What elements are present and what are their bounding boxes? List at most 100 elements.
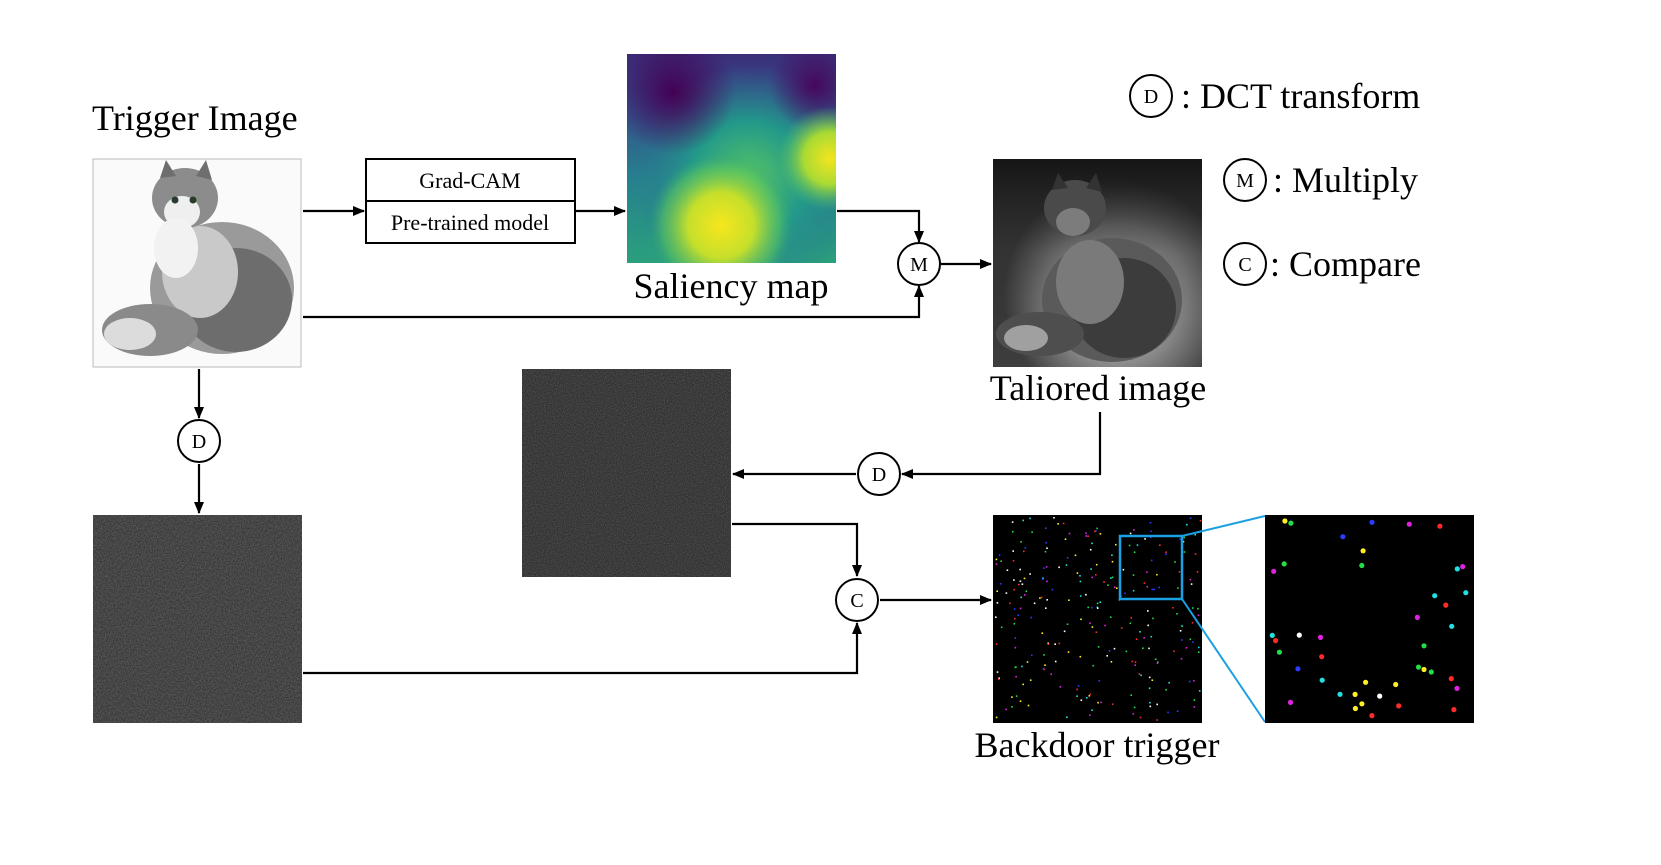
zoomed-trigger-dot: [1359, 701, 1365, 707]
trigger-dot: [1092, 664, 1095, 667]
trigger-dot: [1165, 551, 1167, 553]
trigger-dot: [1156, 719, 1158, 721]
backdoor-trigger-dots: [995, 517, 1202, 721]
trigger-dot: [1110, 661, 1113, 663]
trigger-dot: [1194, 553, 1197, 555]
zoomed-trigger-dot: [1460, 564, 1466, 570]
trigger-dot: [1183, 551, 1186, 553]
trigger-dot: [1110, 577, 1112, 579]
trigger-dot: [1148, 687, 1151, 689]
trigger-dot: [1189, 578, 1192, 581]
trigger-dot: [996, 602, 999, 604]
zoomed-trigger-dot: [1428, 669, 1434, 675]
zoomed-trigger-dot: [1337, 691, 1343, 697]
trigger-dot: [1014, 637, 1016, 639]
trigger-image-title: Trigger Image: [92, 98, 298, 138]
trigger-dot: [1044, 664, 1046, 666]
trigger-dot: [1013, 579, 1015, 581]
legend-item-dct: D : DCT transform: [1129, 74, 1420, 118]
trigger-dot: [1085, 535, 1087, 537]
trigger-dot: [1150, 536, 1152, 539]
trigger-dot: [1017, 614, 1019, 617]
trigger-dot: [1068, 599, 1070, 601]
trigger-dot: [1085, 532, 1087, 534]
trigger-dot: [1030, 616, 1032, 619]
trigger-dot: [1130, 694, 1132, 696]
trigger-dot: [1087, 535, 1089, 537]
trigger-dot: [995, 558, 998, 561]
trigger-dot: [1091, 709, 1093, 711]
trigger-dot: [1005, 708, 1007, 711]
tailored-image-label: Taliored image: [990, 368, 1206, 408]
trigger-dot: [1053, 517, 1055, 519]
zoomed-trigger-dot: [1454, 566, 1460, 572]
trigger-dot: [1062, 522, 1065, 525]
trigger-dot: [1013, 623, 1016, 625]
zoomed-trigger-dot: [1463, 590, 1469, 596]
trigger-dot: [1183, 536, 1185, 539]
trigger-dot: [1000, 626, 1003, 629]
zoomed-trigger-dot: [1451, 707, 1457, 713]
trigger-dot: [1015, 675, 1017, 678]
trigger-dot: [1011, 696, 1013, 698]
trigger-dot: [1045, 541, 1047, 544]
zoomed-trigger-dot: [1437, 523, 1443, 529]
dct-trigger-image: [93, 515, 302, 723]
trigger-dot: [1133, 706, 1136, 709]
trigger-dot: [1088, 695, 1091, 697]
trigger-dot: [1158, 586, 1160, 589]
trigger-dot: [1066, 557, 1069, 559]
trigger-dot: [1099, 601, 1102, 603]
trigger-dot: [1045, 527, 1047, 529]
trigger-dot: [1186, 523, 1188, 526]
trigger-dot: [996, 671, 999, 673]
trigger-dot: [1051, 588, 1054, 591]
trigger-dot: [995, 563, 998, 565]
zoomed-trigger-dot: [1448, 676, 1454, 682]
pretrained-model-label: Pre-trained model: [391, 210, 549, 235]
trigger-dot: [1076, 688, 1078, 691]
trigger-dot: [1185, 647, 1188, 649]
trigger-dot: [1033, 602, 1036, 605]
trigger-dot: [1188, 680, 1191, 683]
trigger-dot: [1089, 622, 1091, 624]
trigger-dot: [1000, 560, 1002, 562]
trigger-dot: [1029, 679, 1032, 681]
compare-node-symbol: C: [850, 590, 863, 612]
trigger-dot: [1116, 587, 1118, 589]
trigger-dot: [1149, 705, 1152, 708]
zoomed-trigger-dot: [1406, 521, 1412, 527]
zoomed-trigger-dot: [1359, 562, 1365, 569]
trigger-dot: [1130, 617, 1133, 619]
trigger-dot: [1045, 566, 1048, 568]
trigger-dot: [1023, 577, 1026, 580]
trigger-dot: [1023, 550, 1025, 553]
trigger-image: [92, 158, 302, 368]
trigger-dot: [1191, 607, 1194, 609]
dct-tailored-image: [522, 369, 731, 577]
trigger-dot: [1111, 703, 1114, 705]
trigger-dot: [1146, 571, 1148, 573]
trigger-dot: [1089, 548, 1092, 551]
trigger-dot: [1021, 665, 1023, 668]
zoomed-trigger-dot: [1432, 593, 1438, 599]
trigger-dot: [1189, 638, 1192, 641]
trigger-dot: [1076, 695, 1078, 697]
trigger-dot: [1054, 660, 1057, 663]
zoomed-trigger-dot: [1421, 666, 1427, 673]
trigger-dot: [1042, 577, 1044, 579]
trigger-dot: [1156, 662, 1159, 665]
trigger-dot: [1124, 592, 1126, 595]
trigger-dot: [1031, 654, 1033, 657]
trigger-dot: [1139, 631, 1141, 633]
legend-compare-text: : Compare: [1270, 244, 1421, 284]
trigger-dot: [1065, 564, 1068, 566]
trigger-dot: [1131, 660, 1134, 663]
trigger-dot: [1063, 630, 1066, 633]
zoomed-trigger-dot: [1319, 654, 1325, 660]
trigger-dot: [1122, 568, 1125, 571]
trigger-dot: [1043, 654, 1045, 656]
trigger-dot: [1149, 701, 1151, 704]
zoomed-trigger-dot: [1287, 699, 1294, 706]
